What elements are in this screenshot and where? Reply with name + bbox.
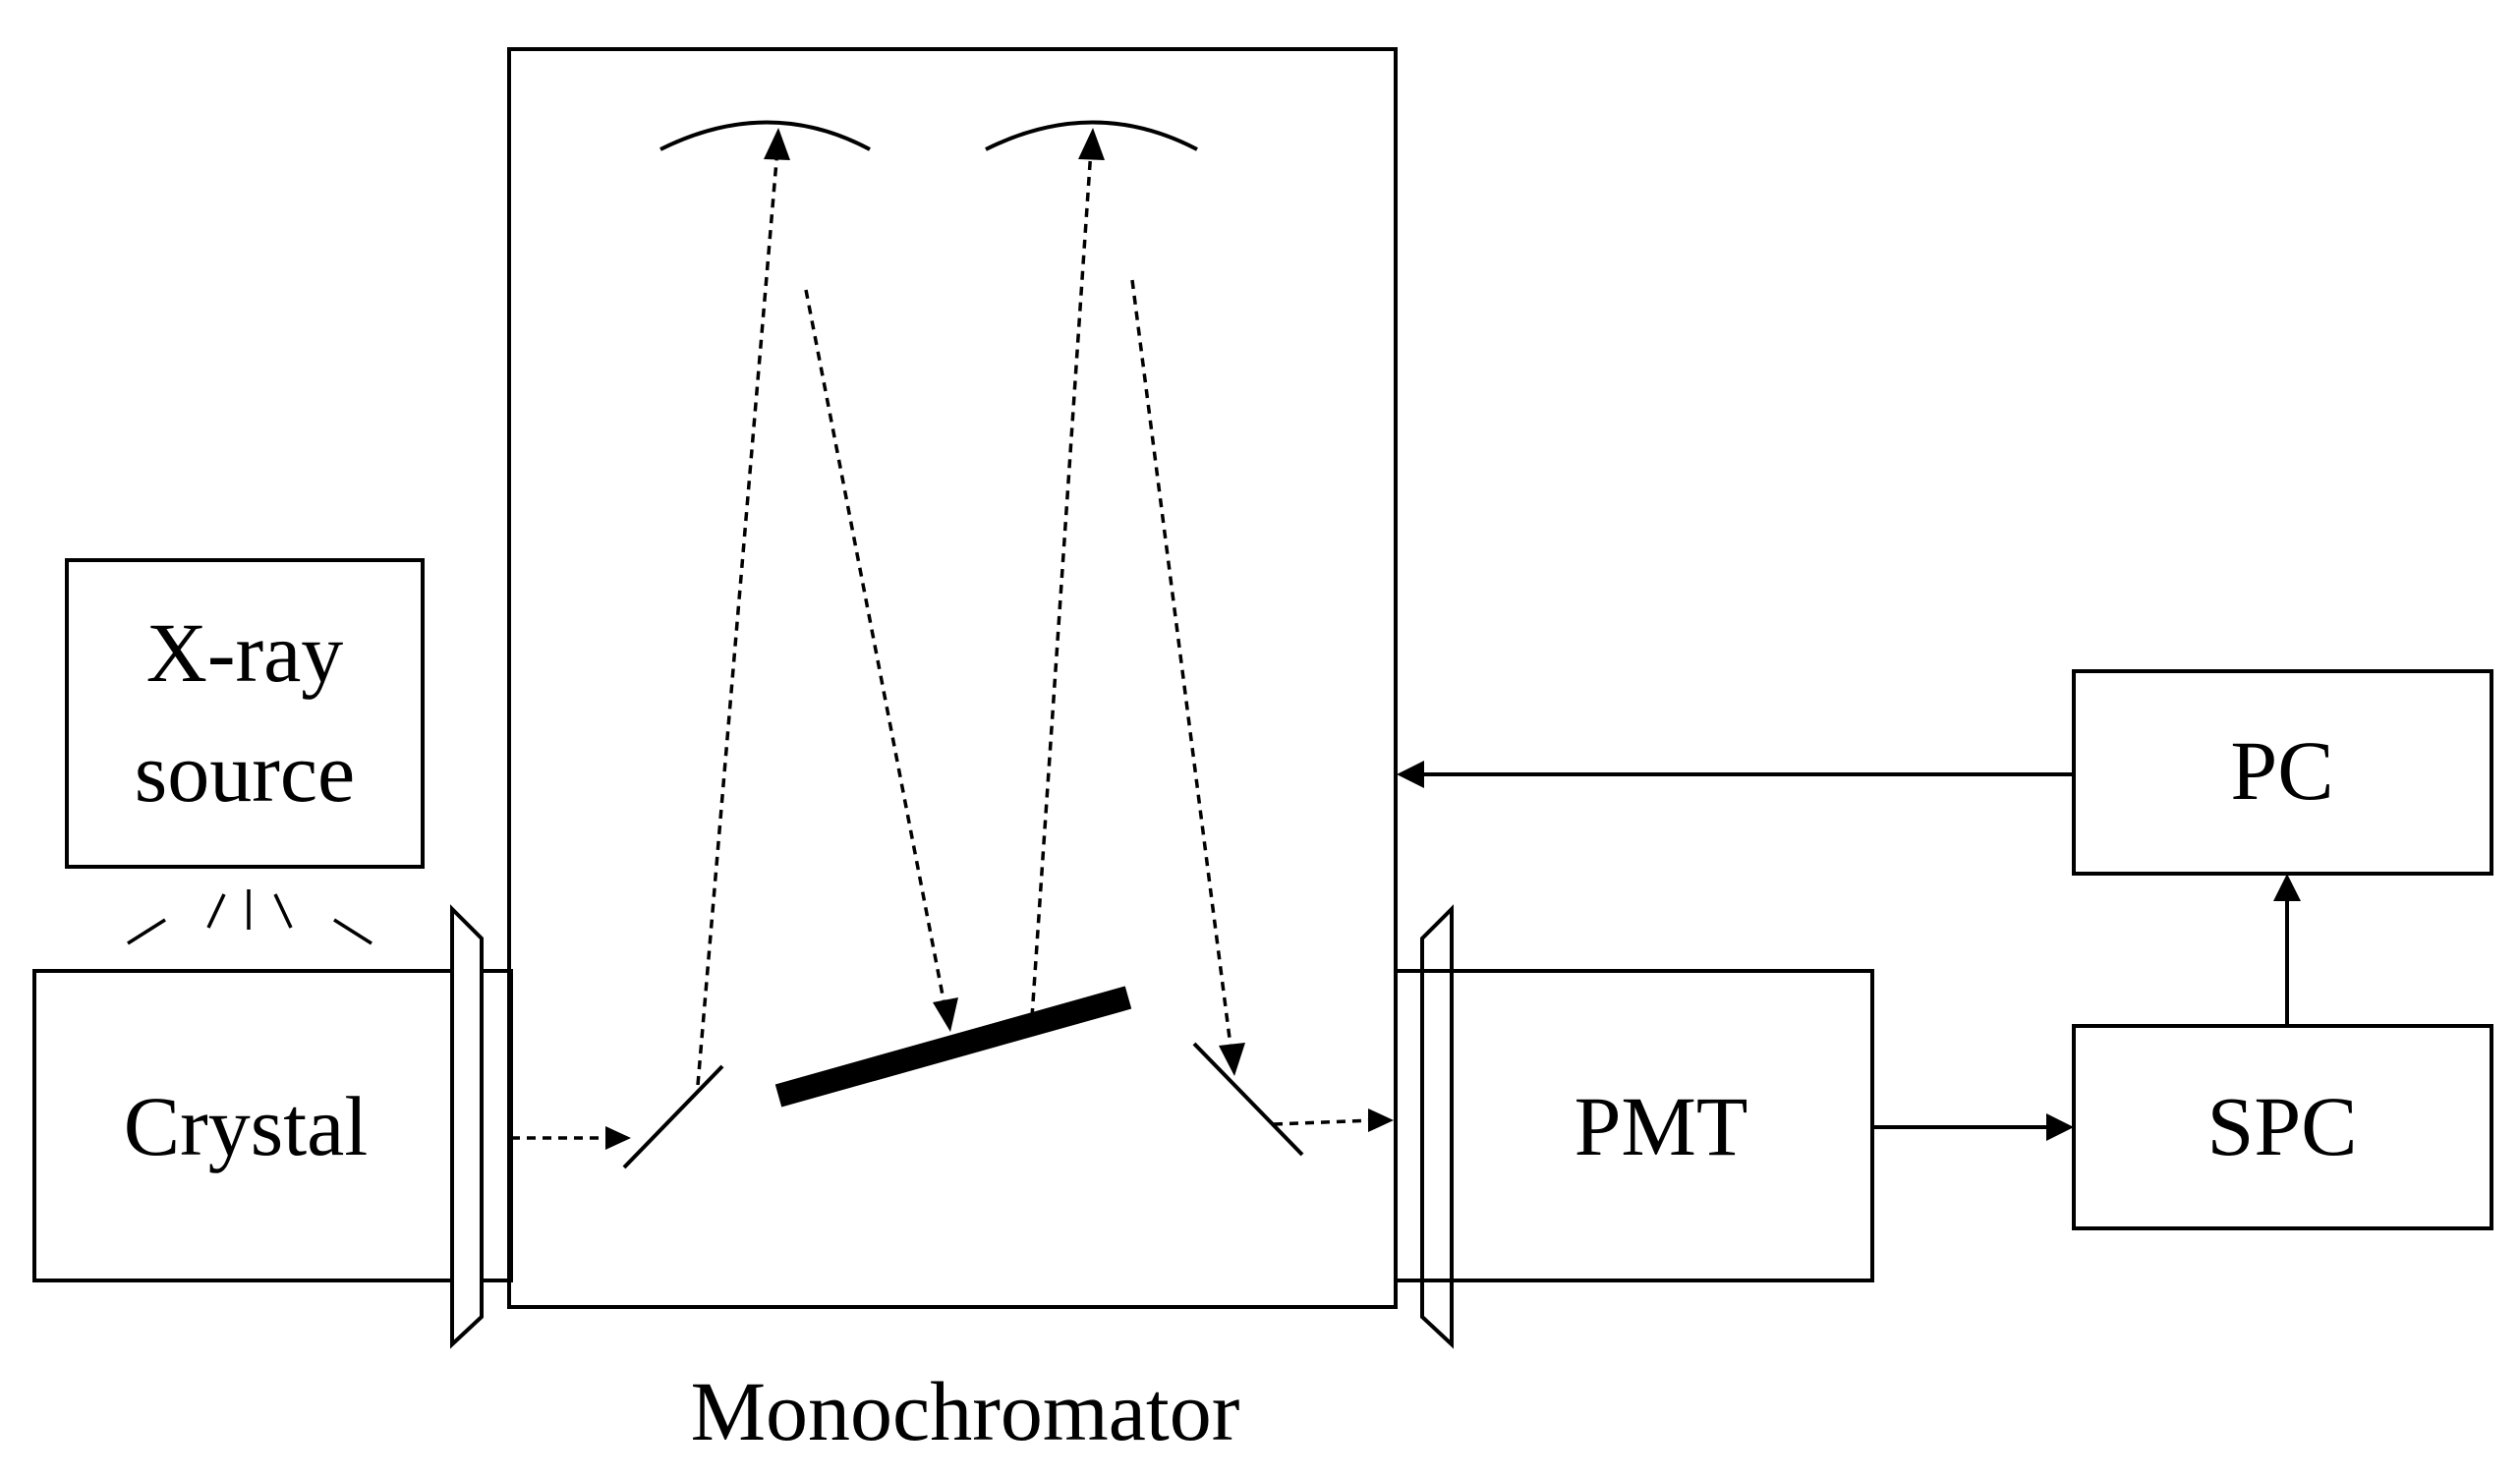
curved-mirror-left: [659, 120, 871, 151]
xray-source-label-line2: source: [135, 725, 355, 820]
optical-path: [511, 128, 1394, 1150]
flat-mirror-exit: [1192, 1042, 1304, 1157]
xray-source-label-line1: X-ray: [146, 605, 344, 700]
xray-ray: [127, 918, 166, 945]
curved-mirror-right: [985, 120, 1198, 151]
arrowhead: [764, 128, 790, 160]
xray-source-box: [65, 558, 425, 869]
monochromator-block: Monochromator: [507, 47, 1398, 1458]
pmt-label: PMT: [1575, 1079, 1748, 1173]
monochromator-label: Monochromator: [691, 1364, 1240, 1458]
arrowhead: [2046, 1113, 2074, 1141]
entrance-slit: [450, 904, 484, 1349]
spc-label: SPC: [2206, 1079, 2357, 1173]
flat-mirror-entrance: [622, 1064, 724, 1169]
signal-connections: [1397, 761, 2301, 1141]
arrowhead: [1078, 128, 1105, 160]
xray-ray: [273, 893, 293, 929]
pmt-block: PMT: [1394, 969, 1874, 1282]
arrowhead: [933, 997, 958, 1032]
crystal-label: Crystal: [124, 1079, 368, 1173]
xray-emission-rays: [127, 889, 372, 945]
arrowhead: [2273, 874, 2301, 901]
light-path-to-right-mirror: [1030, 148, 1093, 1018]
arrowhead: [1368, 1108, 1394, 1132]
pc-label: PC: [2230, 723, 2333, 818]
exit-slit: [1420, 904, 1454, 1349]
pc-block: PC: [2072, 669, 2493, 876]
light-path-to-pmt: [1273, 1118, 1375, 1126]
crystal-block: Crystal: [32, 969, 513, 1282]
light-path-to-exit-mirror: [1130, 279, 1233, 1054]
spc-block: SPC: [2072, 1024, 2493, 1230]
xray-ray: [333, 918, 372, 945]
xray-source-block: X-ray source: [65, 558, 425, 869]
arrowhead: [1219, 1043, 1245, 1076]
monochromator-box: [507, 47, 1398, 1309]
diffraction-grating: [774, 986, 1132, 1108]
xray-ray: [206, 893, 226, 929]
arrowhead: [605, 1126, 631, 1150]
light-path-to-left-mirror: [696, 148, 779, 1086]
arrowhead: [1397, 761, 1424, 788]
light-path-to-grating: [804, 289, 947, 1011]
